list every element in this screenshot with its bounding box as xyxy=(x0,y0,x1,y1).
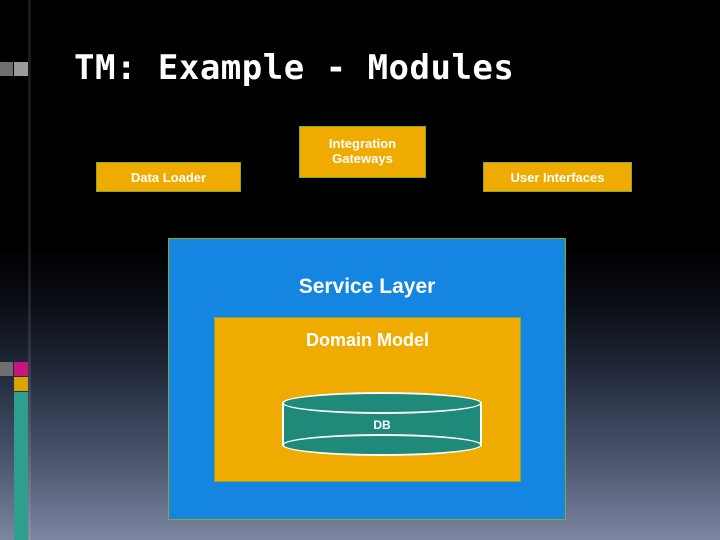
grey-square-upper-decor xyxy=(14,62,28,76)
database-label: DB xyxy=(373,418,391,432)
module-label-integration-gateways-line1: Integration xyxy=(328,136,397,152)
yellow-square-decor xyxy=(14,377,28,391)
domain-model-box: Domain Model DB xyxy=(214,317,521,482)
module-label-data-loader: Data Loader xyxy=(130,169,207,185)
database-cylinder: DB xyxy=(282,392,482,456)
module-label-user-interfaces: User Interfaces xyxy=(510,169,605,185)
domain-model-label: Domain Model xyxy=(305,330,429,350)
module-label-integration-gateways-line2: Gateways xyxy=(332,151,393,166)
left-accent-band xyxy=(28,0,31,540)
module-box-data-loader: Data Loader xyxy=(96,162,241,192)
database-cylinder-top xyxy=(282,392,482,414)
module-box-user-interfaces: User Interfaces xyxy=(483,162,632,192)
teal-bar-decor xyxy=(14,392,28,540)
slide-title: TM: Example - Modules xyxy=(74,48,515,88)
grey-square-lower-decor xyxy=(0,362,13,376)
service-layer-label: Service Layer xyxy=(298,275,436,298)
service-layer-box: Service Layer Domain Model DB xyxy=(168,238,566,520)
grey-square-upper-outer-decor xyxy=(0,62,13,76)
magenta-square-decor xyxy=(14,362,28,376)
database-cylinder-bottom xyxy=(282,434,482,456)
module-box-integration-gateways: Integration Gateways xyxy=(299,126,426,178)
module-label-integration-gateways: Integration Gateways xyxy=(328,136,397,167)
